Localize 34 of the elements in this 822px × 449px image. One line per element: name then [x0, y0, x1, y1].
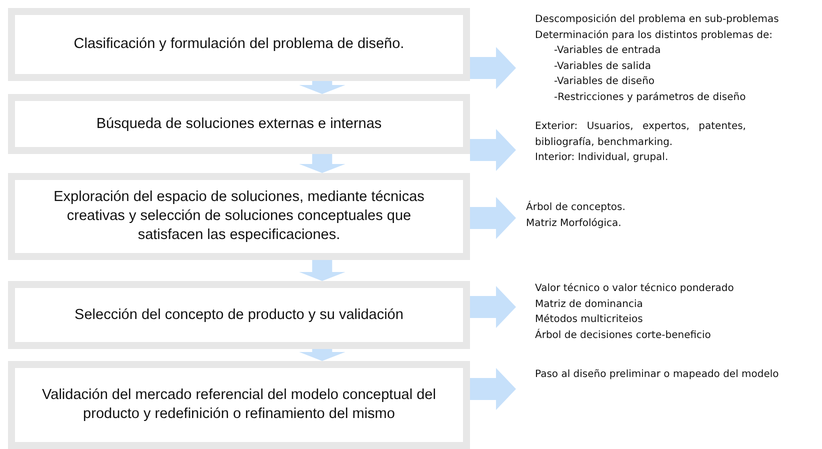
step-label: Exploración del espacio de soluciones, mediante técnicas creativas y selección de soluciones conceptuales que satisfacen las especificaciones. [52, 188, 426, 245]
note-line: Paso al diseño preliminar o mapeado del modelo [535, 368, 780, 382]
note-line: Matriz de dominancia [535, 298, 644, 312]
note-line: Interior: Individual, grupal. [535, 151, 670, 165]
block-arrow [470, 368, 516, 410]
note-line: Métodos multicriteios [535, 313, 644, 327]
note-line: Árbol de decisiones corte-beneficio [535, 328, 712, 342]
step-label: Clasificación y formulación del problema de diseño. [72, 35, 406, 54]
process-box [8, 94, 470, 154]
note-line: Árbol de conceptos. [526, 200, 626, 215]
process-box [8, 8, 470, 81]
step-label: Selección del concepto de producto y su validación [74, 306, 404, 324]
note-line: Matriz Morfológica. [526, 216, 622, 230]
note-line: Determinación para los distintos problemas de: [535, 28, 774, 42]
note-line: -Restricciones y parámetros de diseño [553, 90, 747, 104]
process-box [8, 281, 470, 349]
block-arrow [470, 197, 516, 239]
block-arrow [470, 47, 516, 89]
block-arrow [299, 349, 346, 361]
block-arrow [470, 129, 516, 171]
note-line: -Variables de entrada [553, 44, 662, 58]
note-line: Exterior: Usuarios, expertos, patentes, bibliografía, benchmarking. [535, 120, 746, 150]
block-arrow [299, 154, 346, 173]
step-label: Validación del mercado referencial del modelo conceptual del producto y redefinición o refinamiento del mismo [41, 386, 437, 424]
block-arrow [470, 286, 516, 328]
step-label: Búsqueda de soluciones externas e internas [95, 114, 383, 134]
block-arrow [299, 81, 346, 94]
block-arrow [299, 260, 346, 281]
note-line: -Variables de diseño [553, 75, 656, 89]
note-line: -Variables de salida [553, 60, 652, 74]
process-box [8, 361, 470, 449]
note-line: Descomposición del problema en sub-problemas [535, 13, 780, 27]
note-line: Valor técnico o valor técnico ponderado [535, 282, 735, 296]
process-box [8, 173, 470, 260]
